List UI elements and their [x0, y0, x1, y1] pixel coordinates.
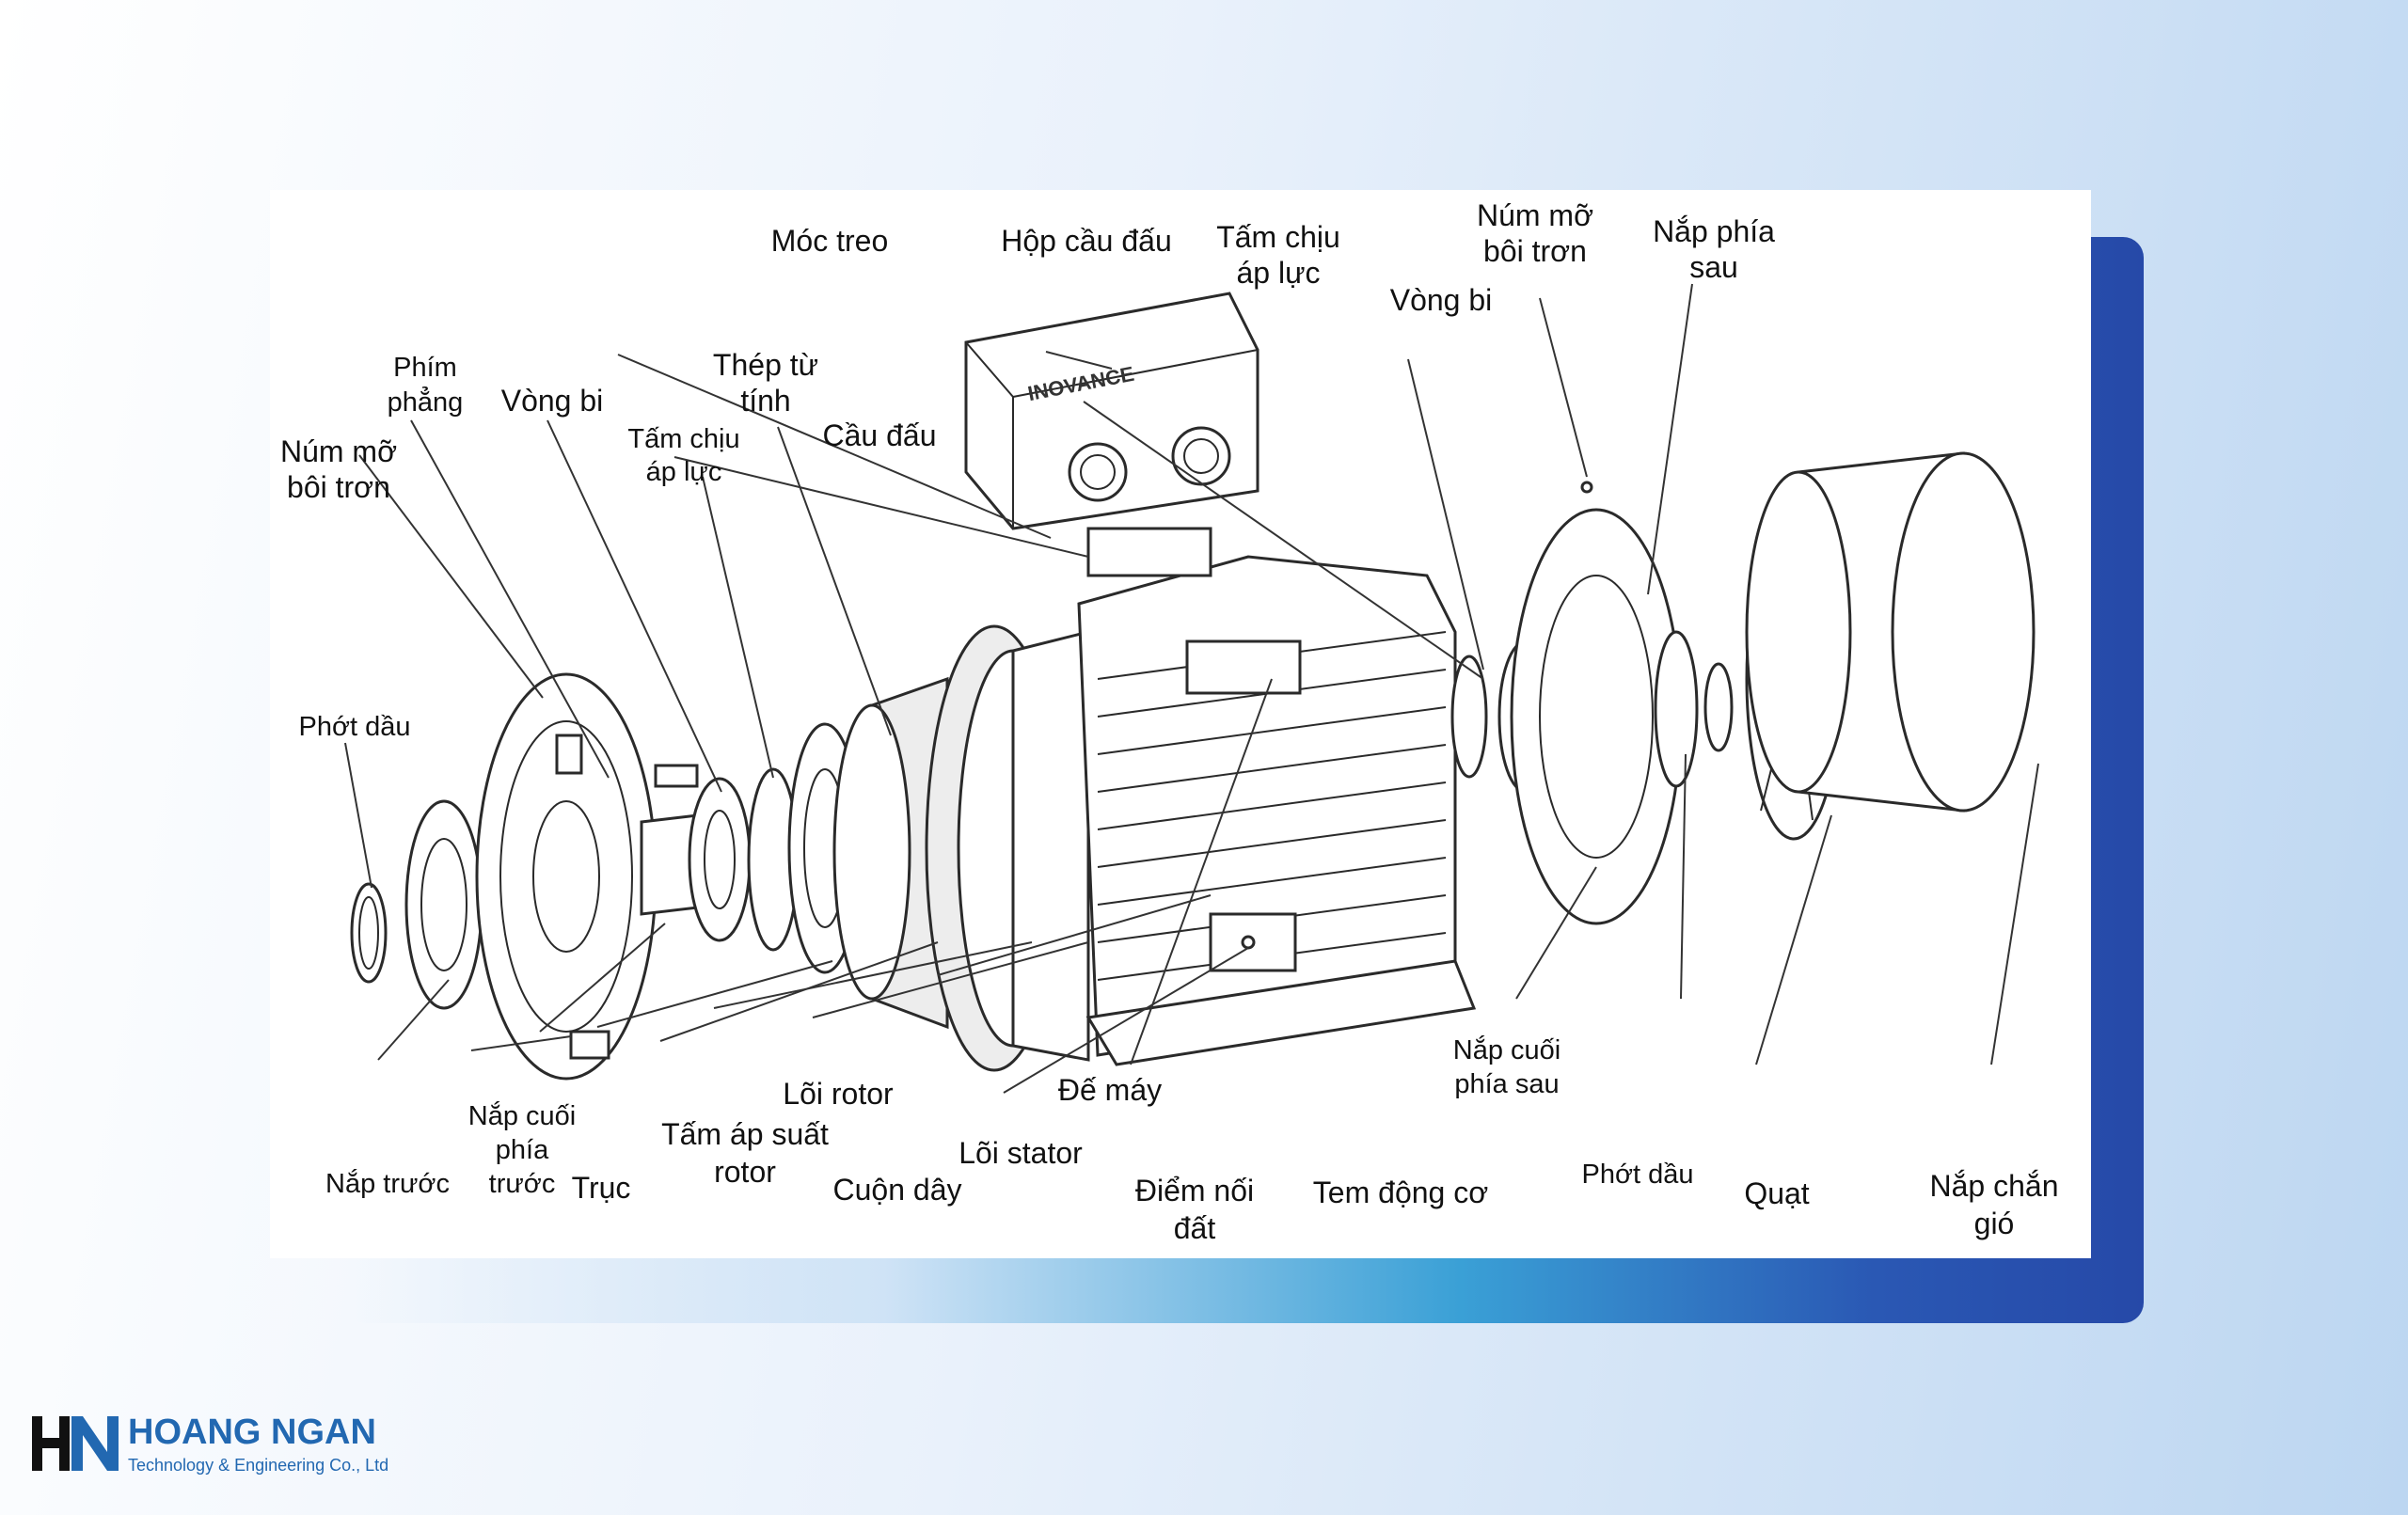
label-quat: Quạt	[1744, 1176, 1809, 1210]
label-vong-bi-right: Vòng bi	[1390, 283, 1493, 317]
leader-lines	[344, 283, 2039, 1094]
company-subtitle: Technology & Engineering Co., Ltd	[128, 1456, 389, 1475]
label-hop-cau-dau: Hộp cầu đấu	[1001, 224, 1171, 258]
grease-nipple-rear	[1580, 481, 1593, 494]
rating-label	[1185, 639, 1302, 695]
drawing: INOVANCE	[350, 292, 2036, 1081]
hn-logo-icon	[32, 1416, 119, 1471]
motor-base	[1085, 959, 1477, 1066]
label-moc-treo: Móc treo	[771, 224, 888, 258]
label-truc: Trục	[572, 1171, 631, 1205]
motor-exploded-view: INOVANCE	[280, 198, 2059, 1245]
label-phot-dau-right: Phớt dầu	[1582, 1160, 1694, 1190]
label-cau-dau: Cầu đấu	[823, 418, 937, 452]
label-cuon-day: Cuộn dây	[833, 1173, 962, 1207]
front-cap	[404, 799, 483, 1010]
label-vong-bi-left: Vòng bi	[501, 384, 604, 418]
label-tem-dong-co: Tem động cơ	[1313, 1176, 1488, 1209]
terminal-block	[1086, 527, 1212, 577]
label-loi-stator: Lõi stator	[958, 1136, 1083, 1170]
label-loi-rotor: Lõi rotor	[783, 1077, 894, 1111]
label-de-may: Đế máy	[1058, 1073, 1162, 1107]
oil-seal-rear	[1703, 662, 1734, 752]
oil-seal-front	[350, 882, 388, 984]
label-phot-dau-left: Phớt dầu	[299, 712, 411, 742]
rear-cap	[1654, 630, 1699, 788]
pressure-plate-right	[1450, 655, 1488, 779]
label-nap-truoc: Nắp trước	[325, 1168, 450, 1199]
bearing-left	[688, 777, 752, 942]
stator-core	[1011, 630, 1090, 1062]
company-name: HOANG NGAN	[128, 1412, 376, 1452]
motor-diagram: INOVANCE	[270, 190, 2091, 1258]
